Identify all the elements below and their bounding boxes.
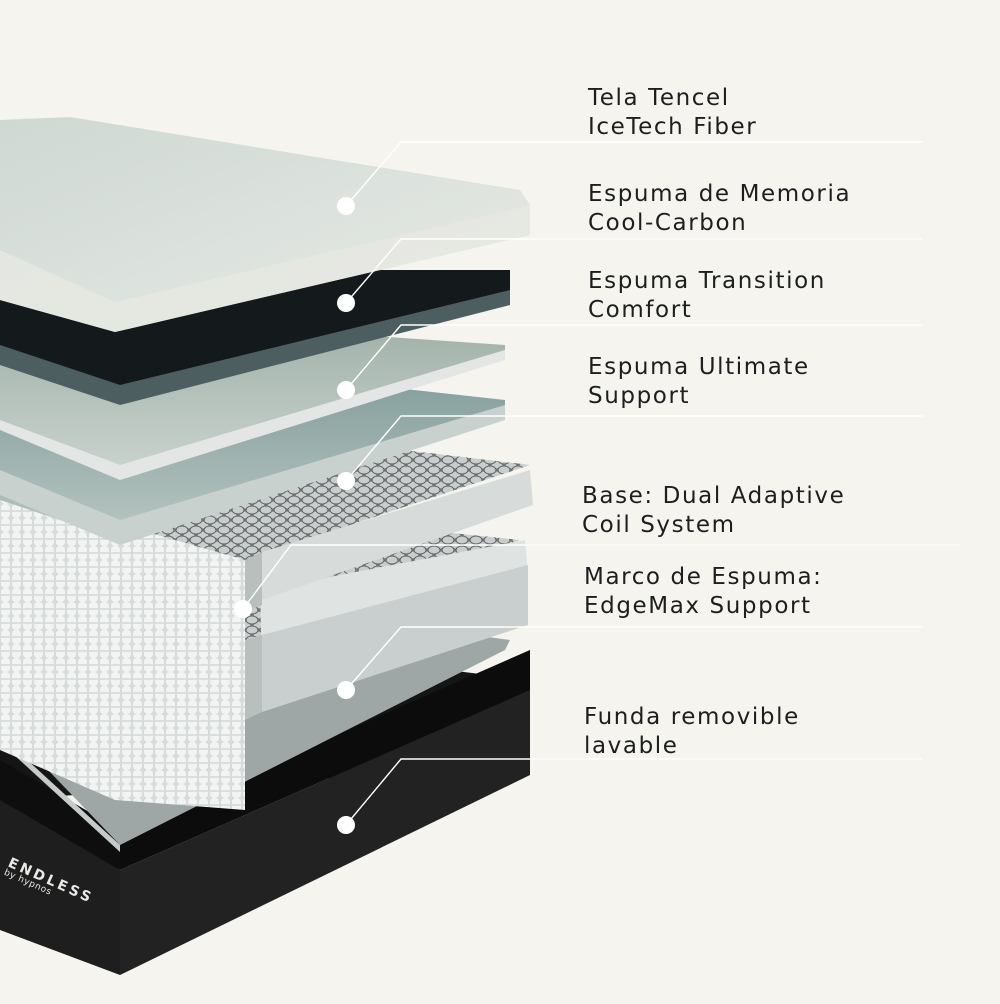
callout-dot-icon bbox=[337, 816, 355, 834]
callout-dot-icon bbox=[337, 381, 355, 399]
label-edge-frame: Marco de Espuma: EdgeMax Support bbox=[584, 564, 823, 619]
callout-line-5 bbox=[242, 544, 960, 610]
callout-line-2 bbox=[345, 238, 923, 304]
layer-tencel-cover bbox=[0, 117, 530, 332]
callout-line-6 bbox=[345, 626, 923, 691]
callout-dot-icon bbox=[337, 197, 355, 215]
callout-dots bbox=[234, 197, 355, 834]
callout-line-1 bbox=[345, 141, 923, 207]
callout-line-3 bbox=[345, 324, 923, 391]
label-transition-comfort: Espuma Transition Comfort bbox=[588, 268, 826, 323]
callout-dot-icon bbox=[337, 472, 355, 490]
callout-dot-icon bbox=[234, 600, 252, 618]
label-ultimate-support: Espuma Ultimate Support bbox=[588, 354, 810, 409]
callout-lines bbox=[242, 141, 960, 826]
callout-dot-icon bbox=[337, 294, 355, 312]
label-memory-foam: Espuma de Memoria Cool-Carbon bbox=[588, 181, 852, 236]
callout-dot-icon bbox=[337, 681, 355, 699]
callout-line-7 bbox=[345, 758, 923, 826]
label-removable-cover: Funda removible lavable bbox=[584, 704, 800, 759]
label-coil-system: Base: Dual Adaptive Coil System bbox=[582, 483, 846, 538]
callout-line-4 bbox=[345, 415, 923, 482]
label-tencel-cover: Tela Tencel IceTech Fiber bbox=[588, 85, 758, 140]
